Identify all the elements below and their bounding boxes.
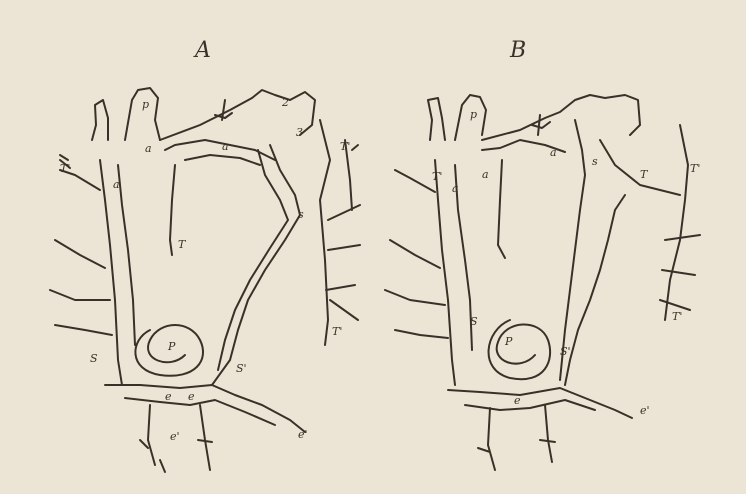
figure-b-right-trunk-inner <box>565 195 625 385</box>
figure-a-label-a3: a <box>113 178 120 191</box>
figure-a-label-t-top-left: T' <box>60 162 70 175</box>
figure-b-label-s: S <box>470 315 478 328</box>
figure-a-right-twigs <box>326 205 360 320</box>
figure-a-top-arch <box>160 90 315 140</box>
figure-a-label-s-bottom: S' <box>236 362 247 375</box>
figure-b-label-s-bottom: S' <box>560 345 571 358</box>
figure-a-label-a1: a <box>145 142 152 155</box>
figure-a-top-lobe <box>125 88 160 140</box>
figure-b-spiral <box>489 320 551 379</box>
figure-a-right-branch <box>320 120 330 345</box>
figure-b-top-arch <box>482 95 640 140</box>
figure-a-label-p-top: p <box>142 98 149 111</box>
figure-b-inner-trunk <box>498 160 505 258</box>
figure-a-label-e-bottom-left: e' <box>170 430 180 443</box>
figure-b-right-branch <box>665 125 688 320</box>
figure-a-label-e2: e <box>188 390 195 403</box>
figure-a-label-t-top-right: T' <box>340 140 350 153</box>
figure-a-right-trunk-inner <box>218 150 288 370</box>
figure-b-bottom-vessel <box>448 388 632 418</box>
figure-a-label-t-right: T' <box>332 325 342 338</box>
figure-a-left-lobe <box>92 100 108 140</box>
figure-b-lower-branch-1 <box>478 408 495 470</box>
figure-b-label-t-right: T' <box>672 310 682 323</box>
figure-b-label-a1: a <box>482 168 489 181</box>
figure-a-right-trunk-outer <box>212 145 300 385</box>
figure-a-left-twigs <box>50 170 112 335</box>
figure-b-label-a3: a <box>452 182 459 195</box>
figure-b-label-p-top: p <box>470 108 477 121</box>
figure-b-label-e-bottom-right: e' <box>640 404 650 417</box>
figure-a-label-t-mid: T <box>178 238 187 251</box>
figure-b-label-e: e <box>514 394 521 407</box>
figure-a-left-trunk-inner <box>118 165 135 345</box>
figure-b-label-t-mid: T <box>640 168 649 181</box>
figure-a-vessels <box>50 88 360 472</box>
figure-a-label-e: e <box>165 390 172 403</box>
figure-b-left-lobe <box>428 98 445 140</box>
figure-b-right-twigs <box>660 235 700 310</box>
figure-a-lower-branch-1 <box>140 405 165 472</box>
figure-b-label-s-upper: s <box>592 155 598 168</box>
figure-a-inner-trunk <box>170 165 175 255</box>
figure-a-labels: p a a a 2 3 T' T' T T' s S P S' e e e' e… <box>60 96 350 443</box>
figure-a-label-a2: a <box>222 140 229 153</box>
figure-a-label-e-bottom-right: e' <box>298 428 308 441</box>
figure-b-vessels <box>385 95 700 470</box>
figure-a-label-3: 3 <box>296 126 303 139</box>
figure-a-left-trunk-outer <box>100 160 122 385</box>
figure-b-label-t-top-left: T' <box>432 170 442 183</box>
figure-b-label-t-top-right: T' <box>690 162 700 175</box>
figure-b-lower-branch-2 <box>540 405 555 462</box>
figure-a-label-s: S <box>90 352 98 365</box>
figure-a-upper-vessel-inner <box>185 155 260 165</box>
figure-a-label-2: 2 <box>281 96 289 109</box>
figure-a-lower-branch-2 <box>198 405 212 470</box>
figure-a-label-p-mid: P <box>167 340 176 353</box>
figure-b-labels: p a a a T' T' T T' s S P S' e e' <box>432 108 700 417</box>
figure-b-label-p-mid: P <box>504 335 513 348</box>
figure-b-right-trunk-outer <box>560 120 585 380</box>
figure-b-label-a2: a <box>550 146 557 159</box>
figure-a-label-s-upper: s <box>298 208 304 221</box>
figure-b-bottom-vessel-inner <box>465 400 595 410</box>
